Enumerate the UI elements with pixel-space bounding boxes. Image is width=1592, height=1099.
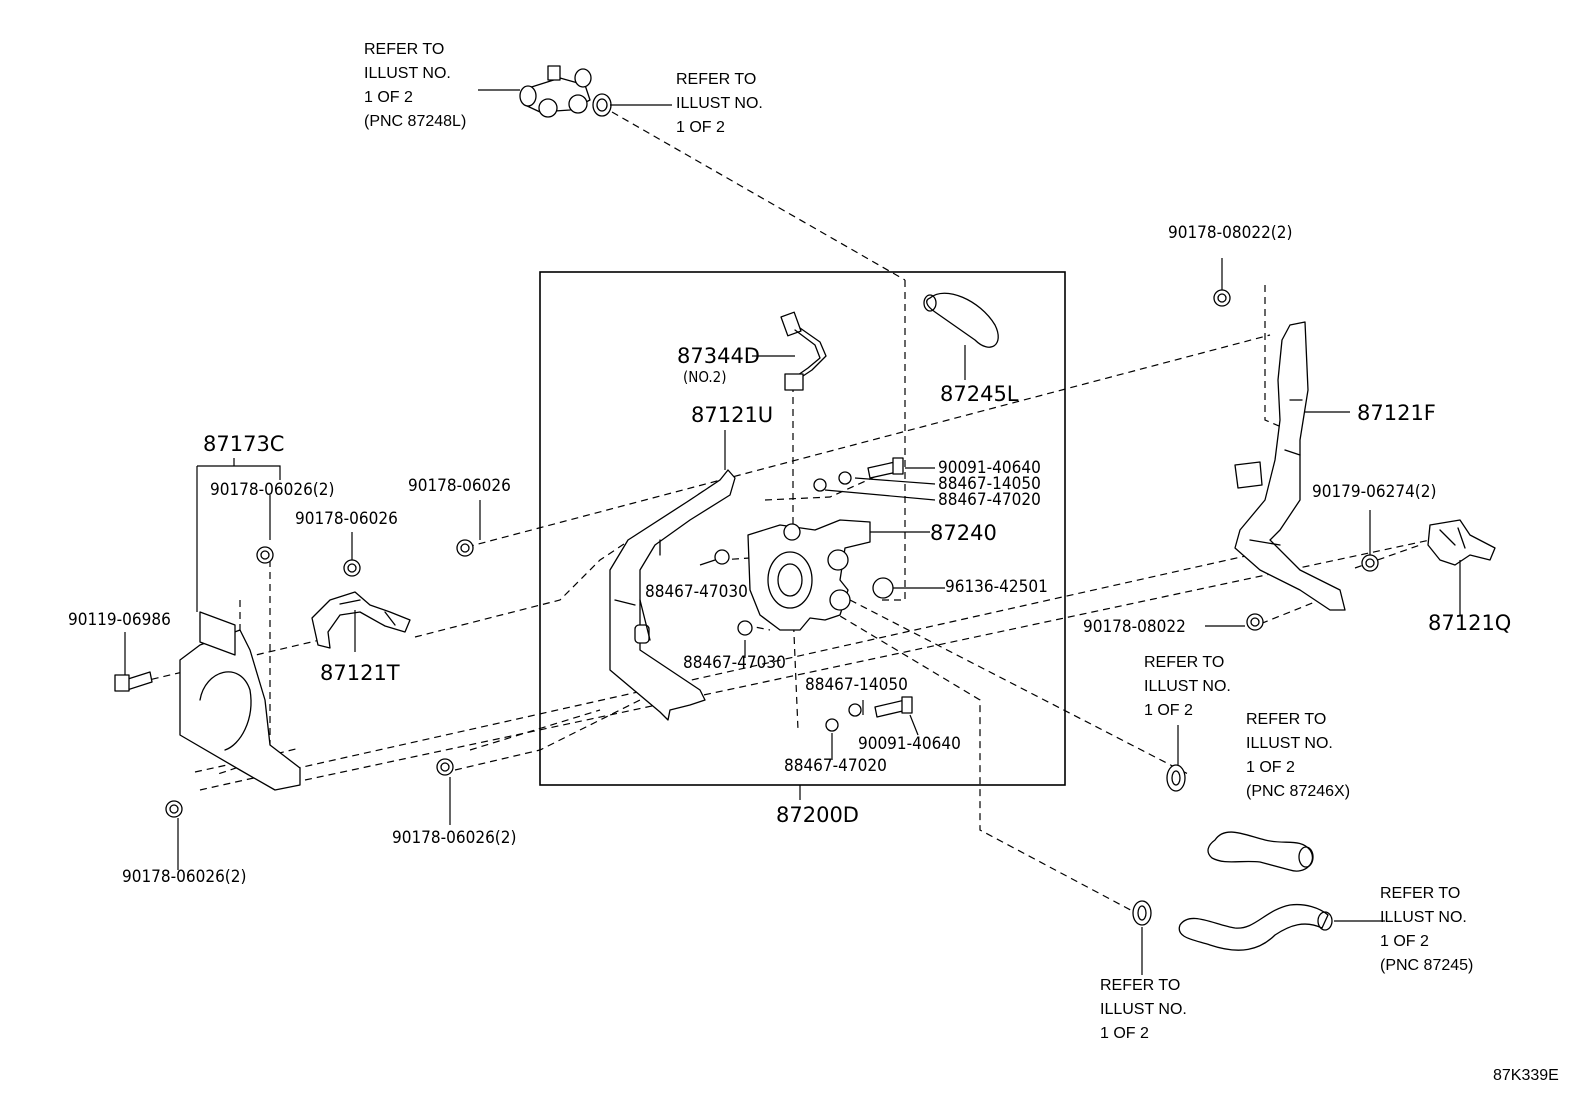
- part-label-88467-14050-a: 88467-14050: [938, 474, 1041, 494]
- part-label-90091-40640-b: 90091-40640: [858, 734, 961, 754]
- part-label-88467-14050-b: 88467-14050: [805, 675, 908, 695]
- svg-text:REFER TO: REFER TO: [364, 41, 444, 58]
- figure-id: 87K339E: [1493, 1067, 1559, 1084]
- wire-harness-87344D-drawing: [780, 311, 827, 391]
- cover-87173C-drawing: [179, 611, 301, 791]
- part-label-87121T: 87121T: [320, 661, 400, 685]
- part-label-88467-47020-b: 88467-47020: [784, 756, 887, 776]
- part-label-87344D: 87344D: [677, 344, 760, 368]
- refer-note-bottom-right: REFER TO ILLUST NO. 1 OF 2 (PNC 87245): [1380, 885, 1473, 974]
- svg-text:REFER TO: REFER TO: [1380, 885, 1460, 902]
- svg-text:REFER TO: REFER TO: [676, 71, 756, 88]
- part-label-88467-47030-b: 88467-47030: [683, 653, 786, 673]
- refer-note-top-left: REFER TO ILLUST NO. 1 OF 2 (PNC 87248L): [364, 41, 466, 130]
- part-label-87121U: 87121U: [691, 403, 773, 427]
- refer-note-right-mid: REFER TO ILLUST NO. 1 OF 2: [1144, 654, 1231, 719]
- hose-clamp-bottom-drawing: [1132, 900, 1152, 926]
- part-label-87344D-note: (NO.2): [683, 368, 727, 386]
- svg-text:REFER TO: REFER TO: [1246, 711, 1326, 728]
- part-label-90179-06274-2: 90179-06274(2): [1312, 482, 1436, 502]
- part-label-90178-06026-2-a: 90178-06026(2): [210, 480, 334, 500]
- svg-text:1 OF 2: 1 OF 2: [1246, 759, 1295, 776]
- clip-87121Q-drawing: [1427, 519, 1496, 566]
- hose-87245-drawing: [1178, 903, 1333, 951]
- part-label-87245L: 87245L: [940, 382, 1019, 406]
- hose-clamp-right-drawing: [1166, 764, 1186, 792]
- svg-text:1 OF 2: 1 OF 2: [1380, 933, 1429, 950]
- svg-text:ILLUST NO.: ILLUST NO.: [364, 65, 451, 82]
- dashed-reference-lines: [139, 111, 1431, 916]
- hose-87246X-drawing: [1207, 831, 1314, 872]
- svg-text:1 OF 2: 1 OF 2: [676, 119, 725, 136]
- svg-text:REFER TO: REFER TO: [1100, 977, 1180, 994]
- part-label-87173C: 87173C: [203, 432, 284, 456]
- leader-lines: [124, 89, 1461, 975]
- svg-text:(PNC 87248L): (PNC 87248L): [364, 113, 466, 130]
- part-label-87240: 87240: [930, 521, 997, 545]
- hose-87245L-drawing: [923, 292, 999, 348]
- part-labels: 87344D (NO.2) 87121U 87245L 87121F 87173…: [68, 223, 1511, 887]
- assembly-label-87200D: 87200D: [776, 803, 859, 827]
- svg-text:ILLUST NO.: ILLUST NO.: [676, 95, 763, 112]
- part-label-90178-06026-b: 90178-06026: [295, 509, 398, 529]
- svg-text:ILLUST NO.: ILLUST NO.: [1246, 735, 1333, 752]
- svg-text:(PNC 87246X): (PNC 87246X): [1246, 783, 1350, 800]
- svg-text:1 OF 2: 1 OF 2: [1100, 1025, 1149, 1042]
- refer-note-bottom-mid: REFER TO ILLUST NO. 1 OF 2: [1100, 977, 1187, 1042]
- part-label-90178-06026-2-b: 90178-06026(2): [392, 828, 516, 848]
- part-label-90178-06026-2-c: 90178-06026(2): [122, 867, 246, 887]
- water-valve-drawing: [519, 65, 592, 118]
- bracket-87121F-drawing: [1234, 321, 1346, 611]
- part-label-87121F: 87121F: [1357, 401, 1436, 425]
- svg-text:1 OF 2: 1 OF 2: [364, 89, 413, 106]
- part-label-96136-42501: 96136-42501: [945, 577, 1048, 597]
- svg-text:REFER TO: REFER TO: [1144, 654, 1224, 671]
- part-label-90091-40640-a: 90091-40640: [938, 458, 1041, 478]
- hose-clamp-top-drawing: [592, 93, 612, 117]
- part-label-88467-47030-a: 88467-47030: [645, 582, 748, 602]
- bracket-87121U-drawing: [609, 469, 736, 721]
- part-label-90119-06986: 90119-06986: [68, 610, 171, 630]
- svg-text:ILLUST NO.: ILLUST NO.: [1144, 678, 1231, 695]
- part-label-90178-08022: 90178-08022: [1083, 617, 1186, 637]
- svg-text:ILLUST NO.: ILLUST NO.: [1380, 909, 1467, 926]
- part-label-90178-08022-2: 90178-08022(2): [1168, 223, 1292, 243]
- refer-note-top-mid: REFER TO ILLUST NO. 1 OF 2: [676, 71, 763, 136]
- svg-text:(PNC 87245): (PNC 87245): [1380, 957, 1473, 974]
- refer-note-right-hose: REFER TO ILLUST NO. 1 OF 2 (PNC 87246X): [1246, 711, 1350, 800]
- part-label-87121Q: 87121Q: [1428, 611, 1511, 635]
- part-label-90178-06026-a: 90178-06026: [408, 476, 511, 496]
- part-label-88467-47020-a: 88467-47020: [938, 490, 1041, 510]
- svg-text:1 OF 2: 1 OF 2: [1144, 702, 1193, 719]
- valve-assembly-87240-drawing: [747, 519, 871, 631]
- assembly-frame: [539, 271, 1066, 786]
- bracket-87121T-drawing: [311, 591, 411, 649]
- svg-text:ILLUST NO.: ILLUST NO.: [1100, 1001, 1187, 1018]
- fastener-drawings: [114, 289, 1379, 818]
